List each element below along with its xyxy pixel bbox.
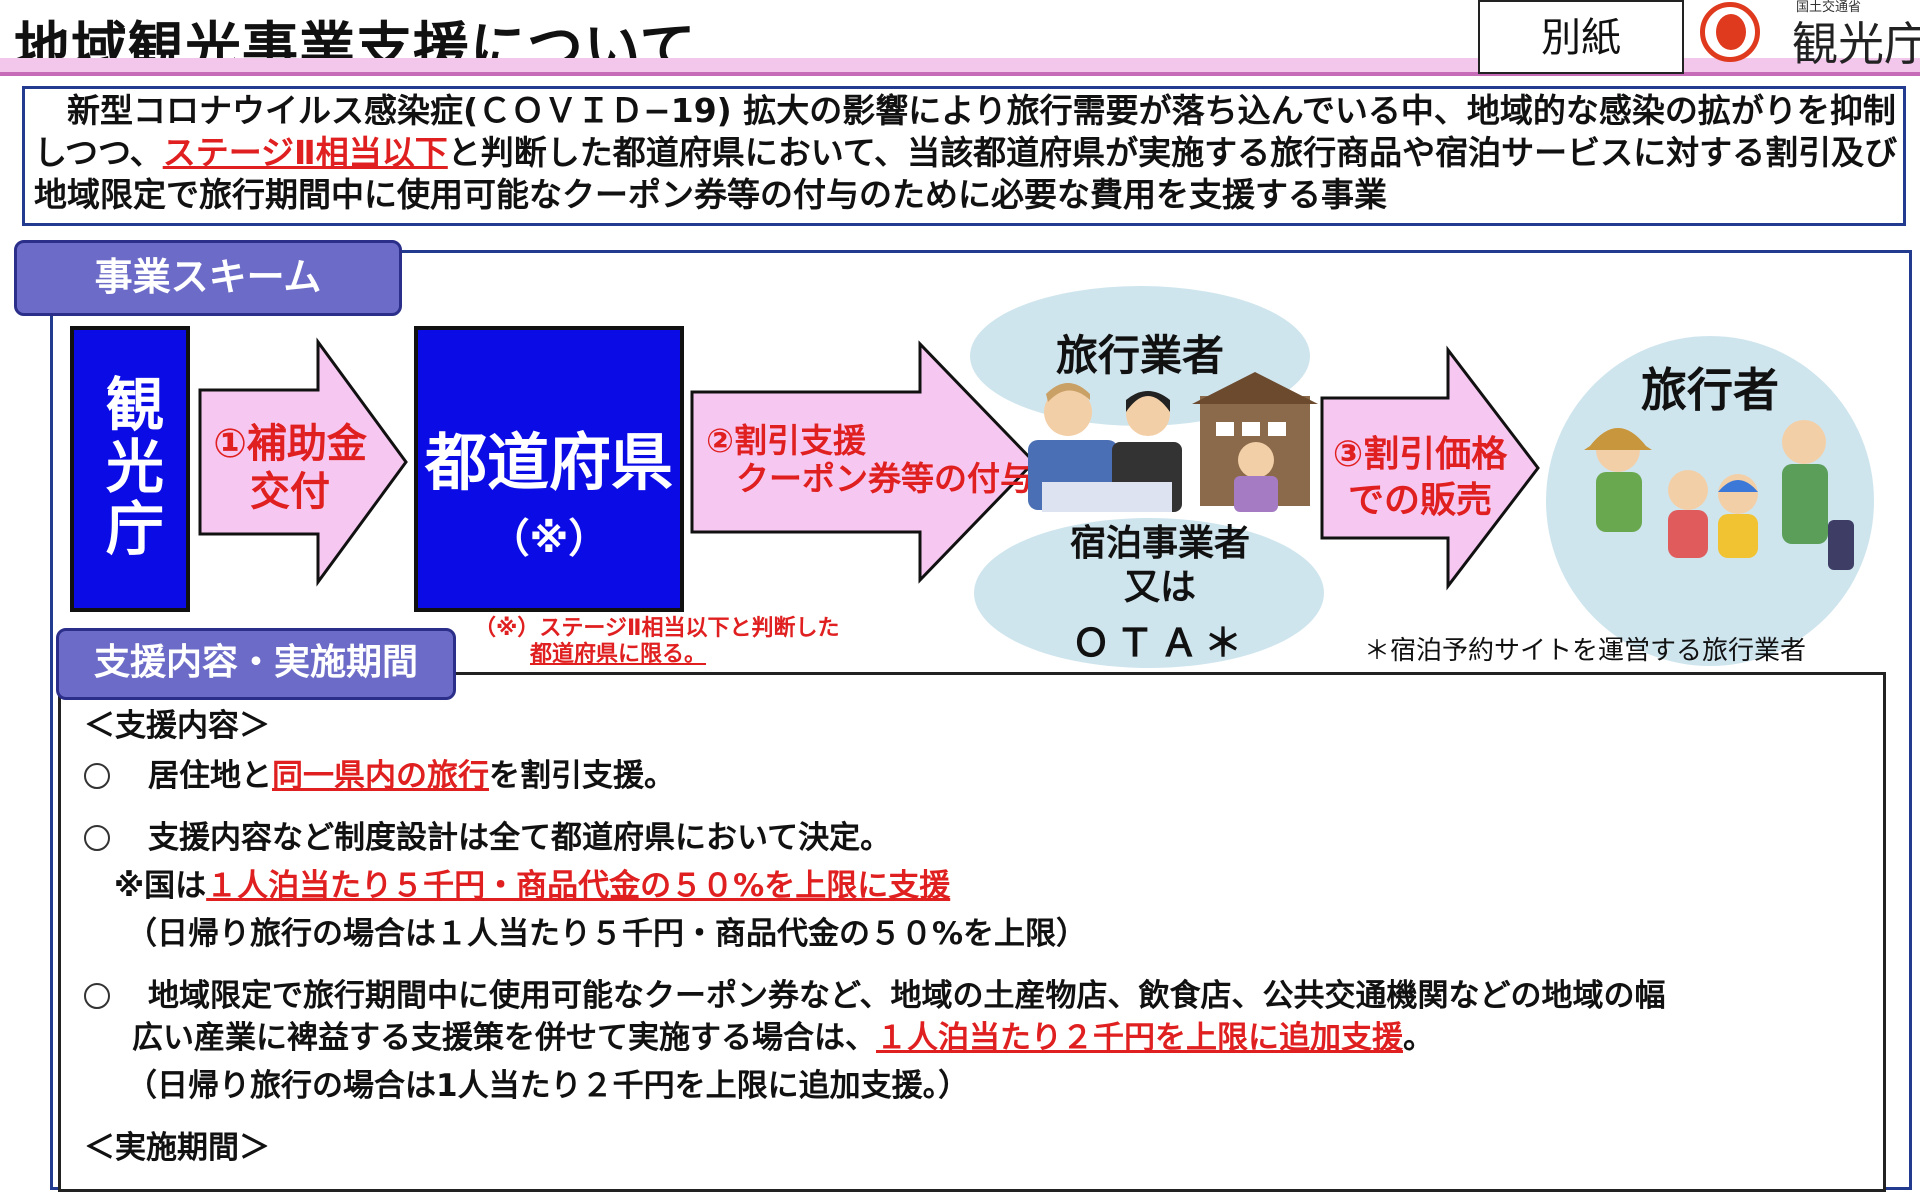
bullet-circle-icon — [84, 982, 110, 1009]
business-illustration — [1028, 372, 1318, 512]
arrow3-line1: ③割引価格 — [1332, 434, 1508, 475]
intro-text: 新型コロナウイルス感染症(ＣＯＶＩＤ−19) 拡大の影響により旅行需要が落ち込ん… — [34, 90, 1904, 216]
support-item-2-note: ※国は１人泊当たり５千円・商品代金の５０%を上限に支援 — [114, 866, 950, 906]
intro-box — [22, 86, 1906, 226]
arrow-sales — [1320, 345, 1540, 591]
support-item-1: 居住地と同一県内の旅行を割引支援。 — [84, 756, 675, 796]
item1-highlight: 同一県内の旅行 — [272, 758, 489, 794]
item1-text-a: 居住地と — [148, 758, 272, 794]
item2-text: 支援内容など制度設計は全て都道府県において決定。 — [148, 820, 892, 856]
item3-line1: 地域限定で旅行期間中に使用可能なクーポン券など、地域の土産物店、飲食店、公共交通… — [148, 978, 1666, 1014]
agency-logo-icon — [1700, 2, 1760, 62]
scheme-tab: 事業スキーム — [14, 240, 402, 316]
travelers-illustration — [1584, 420, 1854, 570]
lodging-line1: 宿泊事業者 — [1069, 523, 1250, 564]
support-item-2: 支援内容など制度設計は全て都道府県において決定。 — [84, 818, 891, 858]
agency-logo-mark — [1716, 14, 1746, 50]
support-item-3: 地域限定で旅行期間中に使用可能なクーポン券など、地域の土産物店、飲食店、公共交通… — [84, 976, 1665, 1016]
item2-note-highlight: １人泊当たり５千円・商品代金の５０%を上限に支援 — [206, 868, 951, 904]
item2-note-a: ※国は — [114, 868, 207, 904]
arrow-discount — [690, 340, 1037, 584]
item3-line2-b: 。 — [1403, 1020, 1434, 1056]
arrow1-line1: ①補助金 — [213, 421, 367, 467]
arrow-subsidy — [198, 337, 408, 587]
bullet-circle-icon — [84, 762, 110, 789]
intro-part2: と判断した都道府県において、当該都道府県が実施する旅行商品や宿泊サービスに対する… — [34, 133, 1898, 214]
title-underline-dark — [0, 72, 1920, 76]
traveler-label: 旅行者 — [1641, 363, 1779, 417]
prefecture-box: 都道府県 （※） — [414, 326, 684, 612]
arrow2-label: ②割引支援 クーポン券等の付与 — [706, 421, 1033, 498]
support-item-3-line2: 広い産業に裨益する支援策を併せて実施する場合は、１人泊当たり２千円を上限に追加支… — [132, 1018, 1434, 1058]
title-underline — [0, 58, 1920, 72]
logo-ministry: 国土交通省 — [1796, 0, 1862, 15]
ota-footnote: ＊宿泊予約サイトを運営する旅行業者 — [1364, 636, 1807, 666]
arrow2-line2: クーポン券等の付与 — [736, 459, 1033, 498]
arrow3-label: ③割引価格 での販売 — [1320, 432, 1520, 524]
arrow3-line2: での販売 — [1347, 480, 1492, 521]
support-heading: ＜支援内容＞ — [84, 708, 270, 744]
prefecture-footnote: （※）ステージⅡ相当以下と判断した 都道府県に限る。 — [474, 616, 839, 668]
logo-agency-name: 観光庁 — [1792, 17, 1920, 71]
period-heading: ＜実施期間＞ — [84, 1130, 270, 1166]
item1-text-b: を割引支援。 — [489, 758, 675, 794]
attachment-label: 別紙 — [1478, 0, 1684, 74]
footnote-line1: （※）ステージⅡ相当以下と判断した — [474, 616, 840, 641]
kankou-box: 観光庁 — [70, 326, 190, 612]
prefecture-label: 都道府県 — [424, 426, 673, 499]
intro-highlight: ステージⅡ相当以下 — [162, 133, 448, 172]
travel-agency-label: 旅行業者 — [1055, 331, 1224, 380]
support-item-3-paren: （日帰り旅行の場合は1人当たり２千円を上限に追加支援。） — [126, 1068, 970, 1104]
lodging-ellipse — [974, 518, 1324, 668]
arrow1-line2: 交付 — [250, 469, 330, 515]
item3-highlight: １人泊当たり２千円を上限に追加支援 — [876, 1020, 1403, 1056]
bullet-circle-icon — [84, 824, 110, 851]
arrow1-label: ①補助金 交付 — [200, 420, 380, 516]
lodging-label: 宿泊事業者 又は — [1000, 522, 1320, 610]
support-item-2-paren: （日帰り旅行の場合は１人当たり５千円・商品代金の５０%を上限） — [126, 916, 1088, 952]
intro-part1: 新型コロナウイルス感染症(ＣＯＶＩＤ−19) 拡大の影響により旅行需要が落ち込ん… — [34, 91, 1896, 172]
kankou-label: 観光庁 — [96, 374, 164, 560]
ota-label: ＯＴＡ＊ — [1071, 621, 1248, 665]
prefecture-note-mark: （※） — [489, 516, 609, 562]
support-content-box — [58, 672, 1886, 1192]
lodging-line2: 又は — [1123, 567, 1196, 608]
support-tab: 支援内容・実施期間 — [56, 628, 456, 700]
item3-line2-a: 広い産業に裨益する支援策を併せて実施する場合は、 — [132, 1020, 876, 1056]
footnote-line2: 都道府県に限る。 — [530, 642, 707, 667]
arrow2-line1: ②割引支援 — [706, 421, 866, 460]
